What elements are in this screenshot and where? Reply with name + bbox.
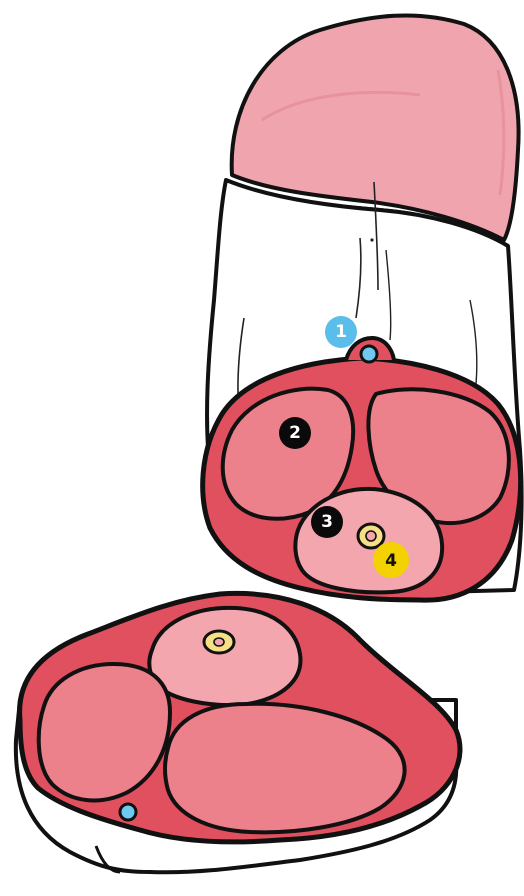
slice-corpus-spongiosum [149, 608, 300, 705]
marker-3: 3 [311, 506, 343, 538]
marker-4: 4 [373, 542, 409, 578]
marker-4-label: 4 [385, 551, 397, 571]
marker-2-label: 2 [289, 423, 301, 443]
marker-3-label: 3 [321, 512, 333, 532]
lower-slice [16, 593, 460, 872]
marker-2: 2 [279, 417, 311, 449]
marker-1: 1 [325, 316, 357, 348]
dorsal-vein [361, 346, 377, 362]
marker-1-label: 1 [335, 322, 347, 342]
slice-dorsal-vein [120, 804, 136, 820]
